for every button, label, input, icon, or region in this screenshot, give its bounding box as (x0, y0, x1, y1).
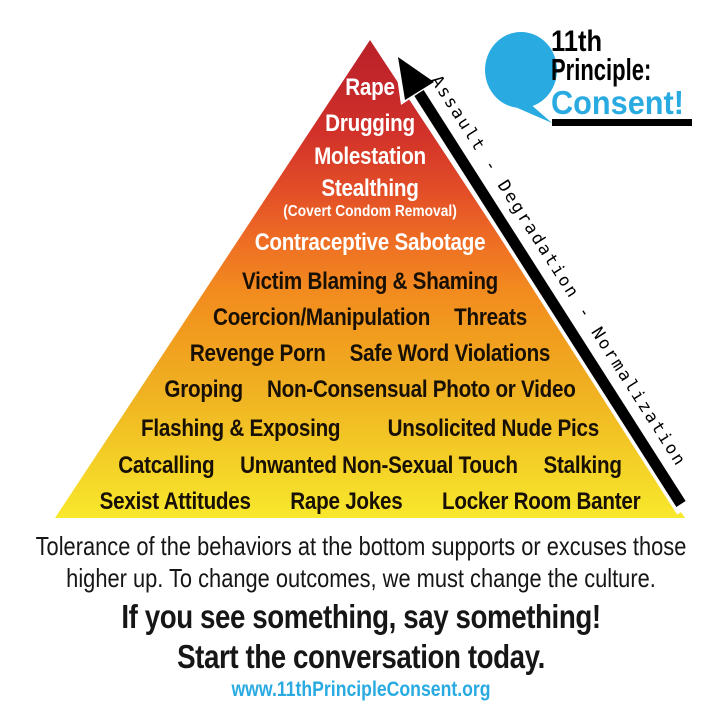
caption-bold-1: If you see something, say something! (121, 598, 601, 635)
logo-text-11th: 11th (551, 25, 603, 58)
pyramid-row-coercion-threats: Coercion/Manipulation Threats (213, 304, 527, 331)
logo-text-principle: Principle: (551, 52, 652, 87)
pyramid-row-rape: Rape (345, 74, 395, 101)
pyramid-row-revenge-porn-safe-word: Revenge Porn Safe Word Violations (189, 340, 551, 367)
pyramid-item: Unwanted Non-Sexual Touch (240, 452, 518, 479)
arrow-head (398, 57, 434, 100)
pyramid-item: Contraceptive Sabotage (254, 229, 486, 256)
pyramid-row-catcalling-touch-stalking: Catcalling Unwanted Non-Sexual Touch Sta… (118, 452, 622, 479)
pyramid-item: Drugging (325, 110, 415, 137)
pyramid-item: Revenge Porn (189, 340, 326, 367)
pyramid-item: Stalking (543, 452, 622, 479)
pyramid-item: Victim Blaming & Shaming (241, 268, 499, 295)
pyramid-row-contraceptive-sabotage: Contraceptive Sabotage (254, 229, 486, 256)
pyramid-row-stealthing: Stealthing (321, 175, 419, 202)
arrow-shaft (414, 90, 686, 507)
pyramid-item: Locker Room Banter (442, 488, 641, 515)
pyramid-item: Sexist Attitudes (99, 488, 251, 515)
pyramid-item: (Covert Condom Removal) (283, 203, 457, 220)
logo-underline (552, 119, 692, 126)
pyramid-item: Rape Jokes (290, 488, 403, 515)
pyramid-row-molestation: Molestation (314, 143, 426, 170)
logo-text-consent: Consent! (551, 84, 684, 121)
pyramid-item: Safe Word Violations (349, 340, 551, 367)
pyramid-row-covert-condom-removal: (Covert Condom Removal) (283, 203, 457, 221)
speech-bubble-tail (506, 95, 552, 123)
pyramid-item: Non-Consensual Photo or Video (266, 376, 576, 403)
pyramid-item: Groping (164, 376, 243, 403)
pyramid-item: Rape (345, 74, 395, 101)
pyramid-row-flashing-nude-pics: Flashing & Exposing Unsolicited Nude Pic… (141, 415, 600, 442)
pyramid-item: Threats (454, 304, 527, 331)
pyramid-item: Flashing & Exposing (141, 415, 341, 442)
website-link[interactable]: www.11thPrincipleConsent.org (231, 678, 491, 701)
pyramid-row-sexist-jokes-banter: Sexist Attitudes Rape Jokes Locker Room … (99, 488, 641, 515)
speech-bubble-body (485, 32, 557, 108)
pyramid-item: Unsolicited Nude Pics (387, 415, 600, 442)
caption-line-2: higher up. To change outcomes, we must c… (66, 563, 656, 593)
pyramid-item: Molestation (314, 143, 426, 170)
pyramid-row-drugging: Drugging (325, 110, 415, 137)
pyramid-item: Coercion/Manipulation (213, 304, 431, 331)
caption-bold-2: Start the conversation today. (177, 638, 545, 675)
pyramid-item: Stealthing (321, 175, 419, 202)
pyramid-row-groping-photo: Groping Non-Consensual Photo or Video (164, 376, 576, 403)
caption-line-1: Tolerance of the behaviors at the bottom… (35, 531, 687, 561)
pyramid-item: Catcalling (118, 452, 215, 479)
pyramid-row-victim-blaming: Victim Blaming & Shaming (241, 268, 499, 295)
